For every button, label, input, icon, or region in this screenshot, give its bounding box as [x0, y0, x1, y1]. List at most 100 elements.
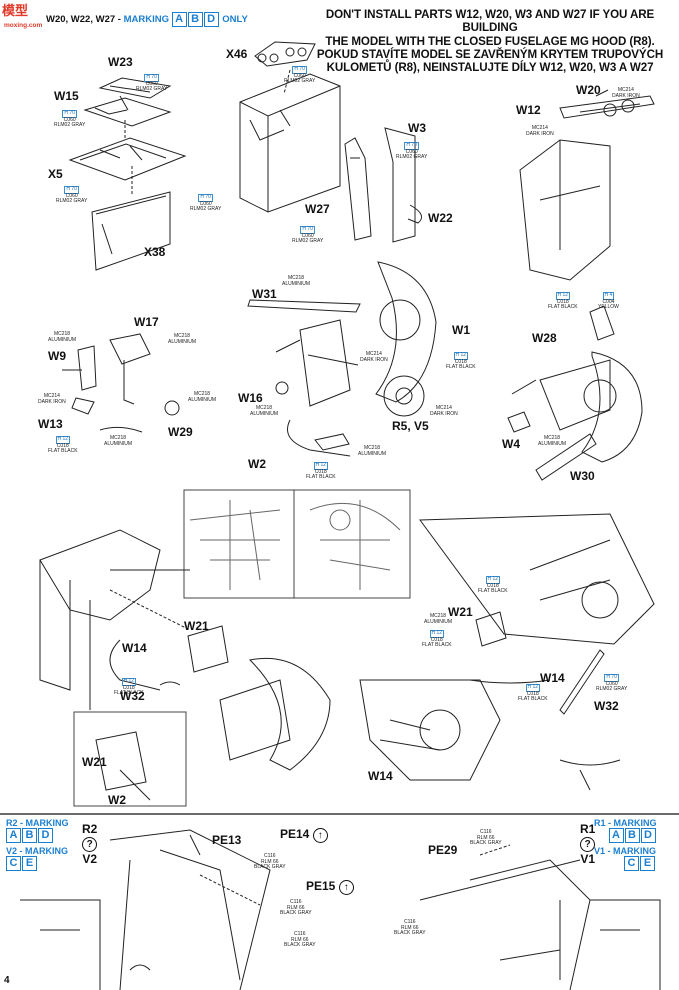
warning-en-line2: THE MODEL WITH THE CLOSED FUSELAGE MG HO…: [325, 34, 655, 48]
part-label-w21-left: W21: [184, 619, 209, 633]
warning-notice: DON'T INSTALL PARTS W12, W20, W3 AND W27…: [304, 8, 676, 74]
part-x46-drawing: [254, 41, 316, 67]
marking-letter: D: [203, 12, 219, 27]
marking-letter: A: [608, 828, 624, 843]
part-label-w29: W29: [168, 425, 193, 439]
part-label-w17: W17: [134, 315, 159, 329]
hose-detail-drawing: [559, 759, 621, 791]
part-label-w2-bottom: W2: [108, 793, 126, 807]
part-label-r5-v5: R5, V5: [392, 419, 429, 433]
part-w21b-drawing: [475, 611, 507, 647]
page-number: 4: [4, 975, 10, 986]
part-label-w14-left: W14: [122, 641, 147, 655]
part-label-w21-right: W21: [448, 605, 473, 619]
right-variant-codes: R1 ? V1: [580, 822, 596, 866]
part-label-x5: X5: [48, 167, 63, 181]
part-label-w2-top: W2: [248, 457, 266, 471]
part-label-w30: W30: [570, 469, 595, 483]
right-gearbox-drawing: [539, 351, 643, 463]
part-w1-drawing: [375, 261, 437, 403]
part-x5-drawing: [68, 137, 187, 181]
marking-letter: C: [6, 856, 21, 871]
marking-letter: D: [38, 828, 53, 843]
part-w14c-drawing: [359, 679, 501, 781]
warning-cz-line1: POKUD STAVÍTE MODEL SE ZAVŘENÝM KRYTEM T…: [316, 47, 664, 61]
part-label-w16: W16: [238, 391, 263, 405]
part-label-w14-bottom: W14: [368, 769, 393, 783]
part-label-w14-right: W14: [540, 671, 565, 685]
marking-letter: B: [187, 12, 203, 27]
part-label-w31: W31: [252, 287, 277, 301]
marking-letter: D: [640, 828, 656, 843]
right-gun-assembly-drawing: [419, 513, 655, 645]
part-label-w27: W27: [305, 202, 330, 216]
part-label-w1: W1: [452, 323, 470, 337]
marking-header-parts: W20, W22, W27 -: [46, 14, 121, 25]
center-gun-drawing: [275, 319, 359, 407]
part-label-w9: W9: [48, 349, 66, 363]
part-label-w21-bottom: W21: [82, 755, 107, 769]
part-w30-drawing: [535, 433, 597, 481]
cockpit-frame-left-drawing: [109, 829, 271, 990]
marking-header-only: ONLY: [222, 14, 248, 25]
watermark-logo: 模型: [2, 3, 29, 18]
marking-letter: B: [624, 828, 640, 843]
question-icon: ?: [580, 837, 596, 852]
part-label-x46: X46: [226, 47, 248, 61]
part-label-w3: W3: [408, 121, 426, 135]
marking-letter: C: [624, 856, 640, 871]
marking-letter: B: [22, 828, 37, 843]
part-label-w20: W20: [576, 83, 601, 97]
part-w4-drawing: [507, 411, 531, 433]
part-w28-drawing: [589, 305, 615, 341]
part-w21a-drawing: [187, 625, 229, 673]
part-label-x38: X38: [144, 245, 166, 259]
part-w23-drawing: [98, 77, 172, 99]
part-w27-drawing: [344, 137, 372, 241]
part-label-w32-right: W32: [594, 699, 619, 713]
arrow-up-icon: ↑: [338, 880, 354, 895]
part-r5-v5-drawing: [383, 375, 425, 417]
part-label-w22: W22: [428, 211, 453, 225]
part-x38-drawing: [91, 191, 171, 271]
part-w17-drawing: [109, 333, 151, 405]
part-label-pe15: PE15 ↑: [306, 880, 354, 895]
part-w32b-drawing: [559, 649, 605, 715]
part-w20-drawing: [559, 89, 655, 119]
fuselage-block-drawing: [239, 73, 341, 213]
left-gun-assembly-drawing: [39, 529, 190, 710]
marking-header-label: MARKING: [123, 14, 169, 25]
part-label-w23: W23: [108, 55, 133, 69]
marking-letter: E: [22, 856, 37, 871]
part-w29-drawing: [164, 400, 180, 416]
part-label-w12: W12: [516, 103, 541, 117]
part-label-pe13: PE13: [212, 833, 242, 847]
part-w12-drawing: [519, 139, 611, 281]
